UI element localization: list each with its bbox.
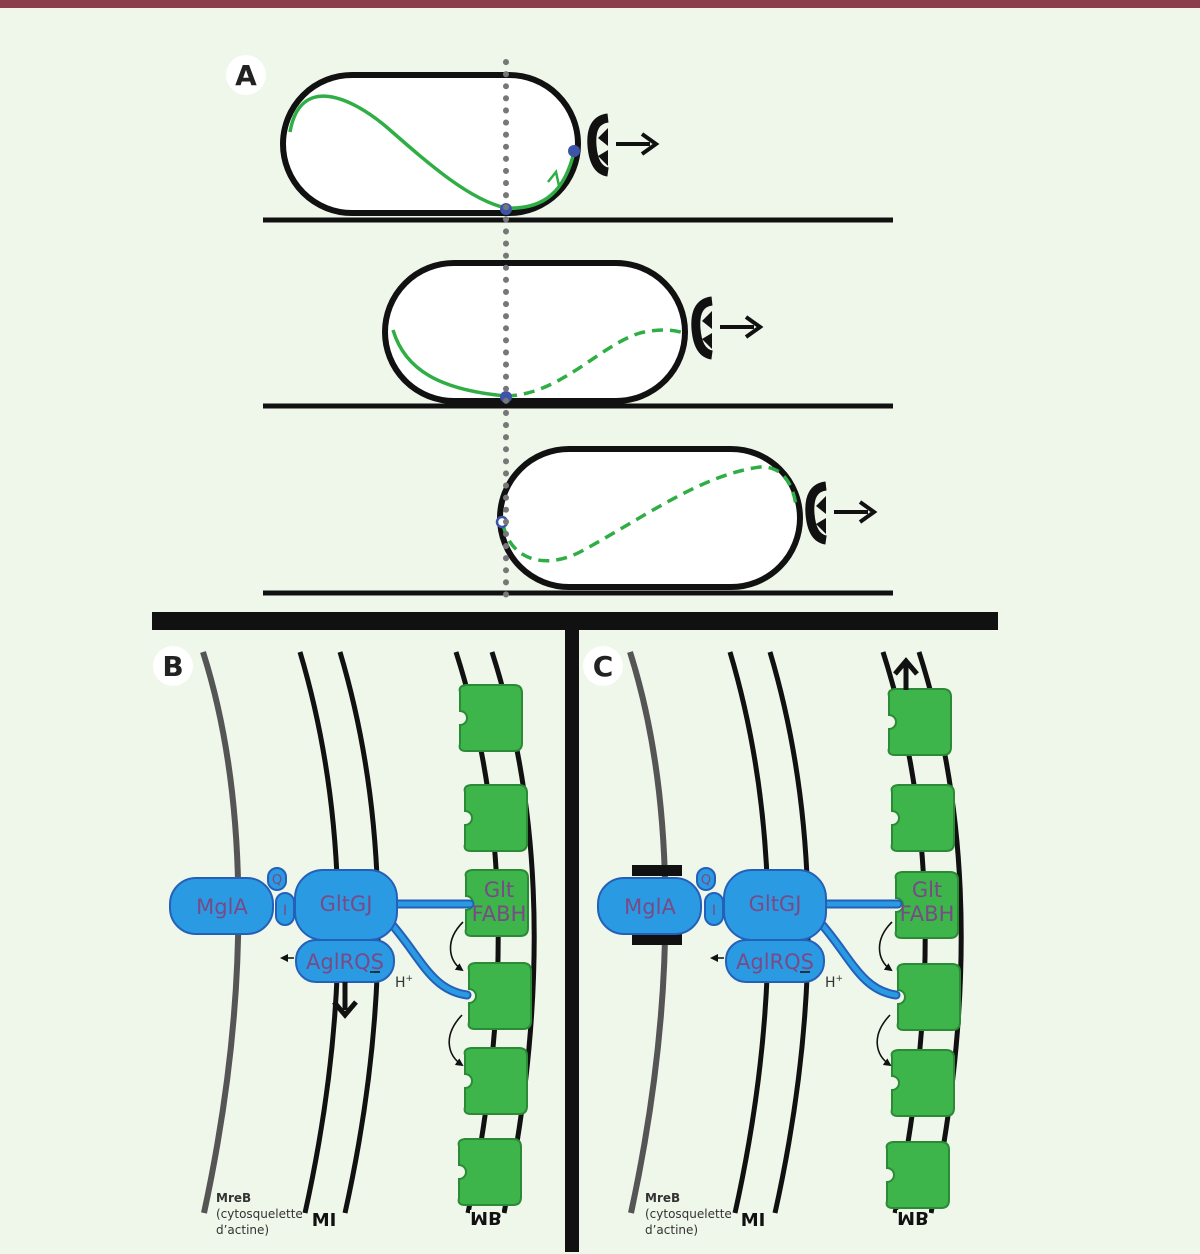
outer-membrane-label: MB: [470, 1207, 502, 1228]
focal-adhesion-dot: [500, 391, 512, 403]
motor-rotation-icon: [592, 118, 656, 172]
panel-a-label: A: [235, 59, 257, 92]
bacterial-cell-3: [497, 446, 803, 590]
mreb-title: MreB: [216, 1191, 251, 1205]
q-protein: [267, 867, 287, 891]
mgla-protein: [597, 877, 702, 935]
panel-b: B Glt FABH MglA Q I GltGJ: [153, 646, 537, 1237]
motor-rotation-icon: [810, 486, 874, 540]
motor-rotation-icon: [696, 301, 760, 355]
top-bar: [0, 0, 1200, 8]
q-protein: [696, 867, 716, 891]
gltgj-label: GltGJ: [749, 892, 802, 916]
helical-track-2-solid: [391, 329, 507, 398]
mgla-anchor-bar: [632, 865, 682, 876]
bacterial-cell-2: [382, 260, 688, 404]
mreb-title: MreB: [645, 1191, 680, 1205]
mreb-desc-line: d’actine): [645, 1223, 698, 1237]
glt-complex-blob: [463, 784, 528, 852]
gltgj-label: GltGJ: [320, 892, 373, 916]
inner-membrane-label: MI: [741, 1210, 766, 1231]
glt-fabh-label: FABH: [900, 902, 955, 926]
q-label: Q: [701, 873, 711, 888]
i-label: I: [283, 903, 287, 919]
mgla-label: MglA: [624, 895, 676, 919]
mreb-desc-line: d’actine): [216, 1223, 269, 1237]
step-arrow: [449, 921, 464, 972]
focal-adhesion-dot: [568, 145, 580, 157]
i-label: I: [712, 903, 716, 919]
mgla-protein: [169, 877, 274, 935]
helical-track-1: [288, 94, 576, 210]
aglrqs-label: AglRQS: [736, 950, 814, 974]
glt-fabh-label: Glt: [484, 878, 514, 902]
aglrqs-protein: [725, 939, 825, 983]
vertical-separator: [565, 612, 579, 1252]
helical-track-3-dashed: [501, 465, 798, 563]
mreb-desc-line: (cytosquelette: [216, 1207, 303, 1221]
glt-complex-blob: [890, 784, 955, 852]
panel-c: C Glt FABH MglA Q I GltGJ: [583, 646, 964, 1237]
glt-fabh-label: Glt: [912, 878, 942, 902]
proton-label: H+: [825, 974, 843, 991]
gltgj-connector: [815, 917, 899, 998]
helical-track-2-dashed: [505, 328, 685, 398]
aglrqs-label: AglRQS: [306, 950, 384, 974]
step-arrow: [448, 1014, 464, 1067]
step-arrow: [876, 1014, 892, 1067]
q-label: Q: [272, 873, 282, 888]
inner-membrane-label: MI: [312, 1210, 337, 1231]
glt-complex-blob: [896, 963, 961, 1031]
gltgj-connector: [385, 917, 470, 998]
mgla-anchor-bar: [632, 934, 682, 945]
glt-complex-blob: [890, 1049, 955, 1117]
step-arrow: [878, 921, 893, 972]
outer-membrane-label: MB: [897, 1207, 929, 1228]
glt-fabh-label: FABH: [472, 902, 527, 926]
glt-complex-blob: [457, 1138, 522, 1206]
glt-complex-blob: [887, 688, 952, 756]
panel-c-label: C: [593, 650, 614, 683]
glt-complex-blob: [458, 684, 523, 752]
glt-complex-blob: [467, 962, 532, 1030]
proton-label: H+: [395, 974, 413, 991]
glt-complex-blob: [885, 1141, 950, 1209]
mgla-label: MglA: [196, 895, 248, 919]
glt-complex-blob: [463, 1047, 528, 1115]
mreb-desc-line: (cytosquelette: [645, 1207, 732, 1221]
panel-a: A: [226, 55, 893, 603]
panel-b-label: B: [162, 650, 183, 683]
